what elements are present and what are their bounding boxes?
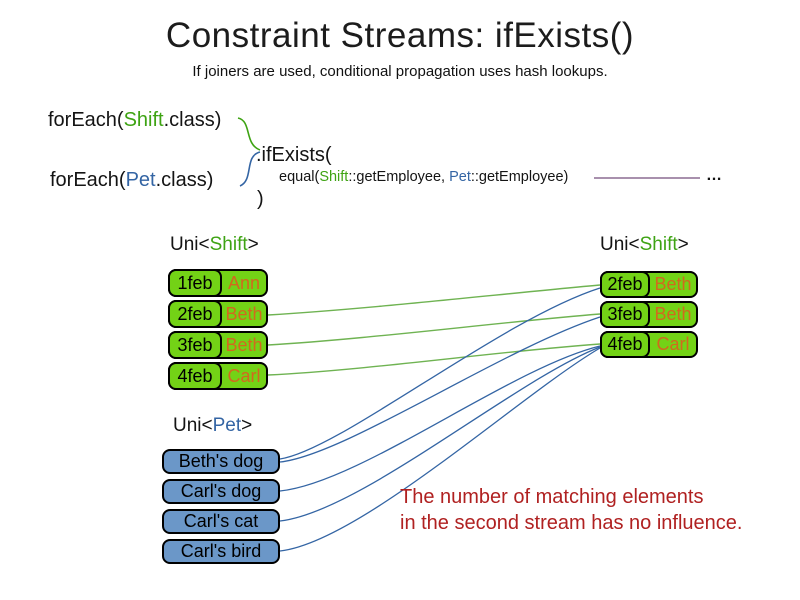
annotation-line: in the second stream has no influence. bbox=[400, 512, 743, 534]
shift-link-line bbox=[267, 284, 601, 316]
shift-row: 3feb Beth bbox=[600, 301, 698, 328]
code-ifexists: .ifExists( bbox=[256, 144, 332, 166]
pet-table: Beth's dog Carl's dog Carl's cat Carl's … bbox=[162, 449, 280, 564]
shift-row: 1feb Ann bbox=[168, 269, 268, 297]
pet-class-token: Pet bbox=[125, 169, 156, 191]
pet-row: Beth's dog bbox=[162, 449, 280, 474]
pet-row: Carl's bird bbox=[162, 539, 280, 564]
shift-row: 3feb Beth bbox=[168, 331, 268, 359]
code-foreach-shift: forEach(Shift.class) bbox=[48, 109, 221, 132]
title-text: Uni< bbox=[600, 234, 640, 255]
slide-subtitle: If joiners are used, conditional propaga… bbox=[192, 63, 608, 80]
code-text: forEach( bbox=[48, 109, 124, 131]
shift-employee-cell: Ann bbox=[227, 272, 261, 293]
pet-row: Carl's dog bbox=[162, 479, 280, 504]
code-text: .class) bbox=[155, 169, 214, 191]
pet-class-token: Pet bbox=[449, 169, 471, 185]
shift-row: 4feb Carl bbox=[600, 331, 698, 358]
annotation-line: The number of matching elements bbox=[400, 486, 704, 508]
shift-employee-cell: Beth bbox=[225, 303, 263, 324]
shift-employee-cell: Beth bbox=[654, 274, 692, 294]
shift-row: 2feb Beth bbox=[168, 300, 268, 328]
code-foreach-pet: forEach(Pet.class) bbox=[50, 169, 213, 192]
code-text: forEach( bbox=[50, 169, 126, 191]
pet-link-line bbox=[279, 345, 601, 492]
code-text: equal( bbox=[279, 169, 320, 185]
shift-employee-cell: Carl bbox=[227, 365, 261, 386]
shift-link-line bbox=[267, 343, 601, 376]
shift-class-token: Shift bbox=[319, 169, 349, 185]
title-text: Uni< bbox=[170, 234, 210, 255]
title-text: Uni< bbox=[173, 415, 213, 436]
shift-employee-cell: Beth bbox=[225, 334, 263, 355]
shift-date-cell: 3feb bbox=[168, 331, 222, 359]
shift-row: 2feb Beth bbox=[600, 271, 698, 298]
right-shift-table-title: Uni<Shift> bbox=[600, 234, 689, 256]
pet-table-title: Uni<Pet> bbox=[173, 415, 252, 437]
title-text: > bbox=[677, 234, 689, 255]
pet-row: Carl's cat bbox=[162, 509, 280, 534]
pet-link-line bbox=[279, 287, 601, 460]
title-text: > bbox=[241, 415, 253, 436]
shift-link-line bbox=[267, 313, 601, 346]
shift-type-token: Shift bbox=[639, 234, 678, 255]
code-text: ::getEmployee, bbox=[348, 169, 450, 185]
shift-date-cell: 2feb bbox=[168, 300, 222, 328]
shift-date-cell: 3feb bbox=[600, 301, 650, 328]
shift-type-token: Shift bbox=[209, 234, 248, 255]
shift-employee-cell: Beth bbox=[654, 304, 692, 324]
right-shift-table: 2feb Beth 3feb Beth 4feb Carl bbox=[600, 271, 698, 358]
code-text: ::getEmployee) bbox=[470, 169, 569, 185]
code-equal-joiner: equal(Shift::getEmployee, Pet::getEmploy… bbox=[279, 169, 568, 185]
left-shift-table: 1feb Ann 2feb Beth 3feb Beth 4feb Carl bbox=[168, 269, 268, 390]
annotation-text: The number of matching elements in the s… bbox=[400, 484, 742, 536]
pet-type-token: Pet bbox=[212, 415, 242, 436]
slide-title: Constraint Streams: ifExists() bbox=[165, 16, 635, 55]
pet-link-line bbox=[279, 316, 601, 463]
shift-employee-cell: Carl bbox=[656, 334, 690, 354]
left-shift-table-title: Uni<Shift> bbox=[170, 234, 259, 256]
code-text: .class) bbox=[163, 109, 222, 131]
shift-date-cell: 2feb bbox=[600, 271, 650, 298]
shift-date-cell: 4feb bbox=[168, 362, 222, 390]
code-ellipsis: … bbox=[706, 167, 724, 184]
shift-row: 4feb Carl bbox=[168, 362, 268, 390]
shift-date-cell: 1feb bbox=[168, 269, 222, 297]
shift-class-token: Shift bbox=[123, 109, 164, 131]
code-close-paren: ) bbox=[257, 188, 264, 210]
title-text: > bbox=[247, 234, 259, 255]
shift-date-cell: 4feb bbox=[600, 331, 650, 358]
